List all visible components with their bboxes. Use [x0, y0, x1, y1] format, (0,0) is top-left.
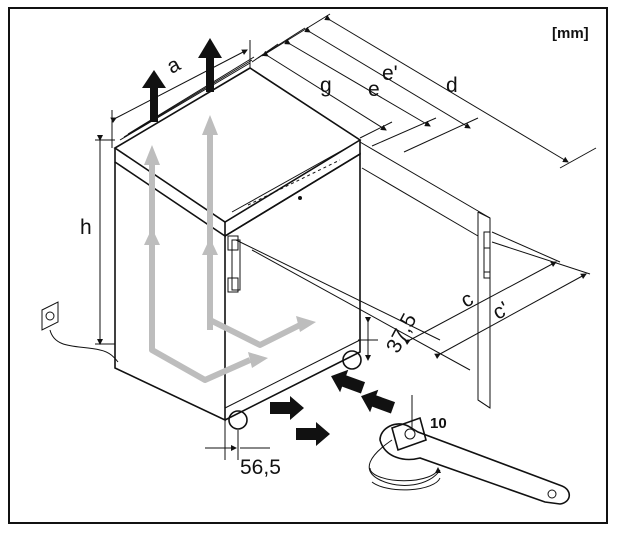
wrench-size: 10: [430, 415, 447, 432]
label-a: a: [163, 53, 184, 79]
dim-offset-rear: 37,5: [358, 310, 422, 361]
label-offset-front: 56,5: [240, 456, 281, 479]
wrench: [379, 423, 571, 505]
front-foot-left: [228, 410, 248, 430]
adjacent-cabinet-panel: [359, 141, 491, 409]
label-c: c: [457, 287, 477, 312]
leveling-tool: 10: [368, 395, 571, 505]
label-offset-rear: 37,5: [382, 310, 421, 357]
label-h: h: [80, 216, 92, 239]
intake-arrows: [270, 369, 396, 446]
label-g: g: [320, 74, 332, 97]
front-foot-right: [342, 350, 362, 370]
dim-c: c c': [235, 231, 591, 371]
door-handle: [231, 239, 241, 291]
control-dot: [298, 196, 302, 200]
unit-label: [mm]: [552, 25, 589, 42]
label-e-prime: e': [382, 62, 398, 85]
dim-offset-front: 56,5: [205, 420, 281, 479]
nut: [391, 416, 427, 452]
label-d: d: [446, 74, 458, 97]
label-c-prime: c': [489, 297, 513, 324]
hinge-lower: [483, 247, 491, 279]
hinge-upper: [483, 231, 491, 273]
dim-depth: g e e' d: [251, 13, 597, 169]
exhaust-arrows: [142, 38, 222, 122]
airflow-arrows: [144, 115, 316, 383]
label-e: e: [368, 78, 380, 101]
diagram-frame: [8, 7, 608, 524]
power-socket: [41, 301, 119, 363]
dim-h: h: [80, 135, 115, 345]
